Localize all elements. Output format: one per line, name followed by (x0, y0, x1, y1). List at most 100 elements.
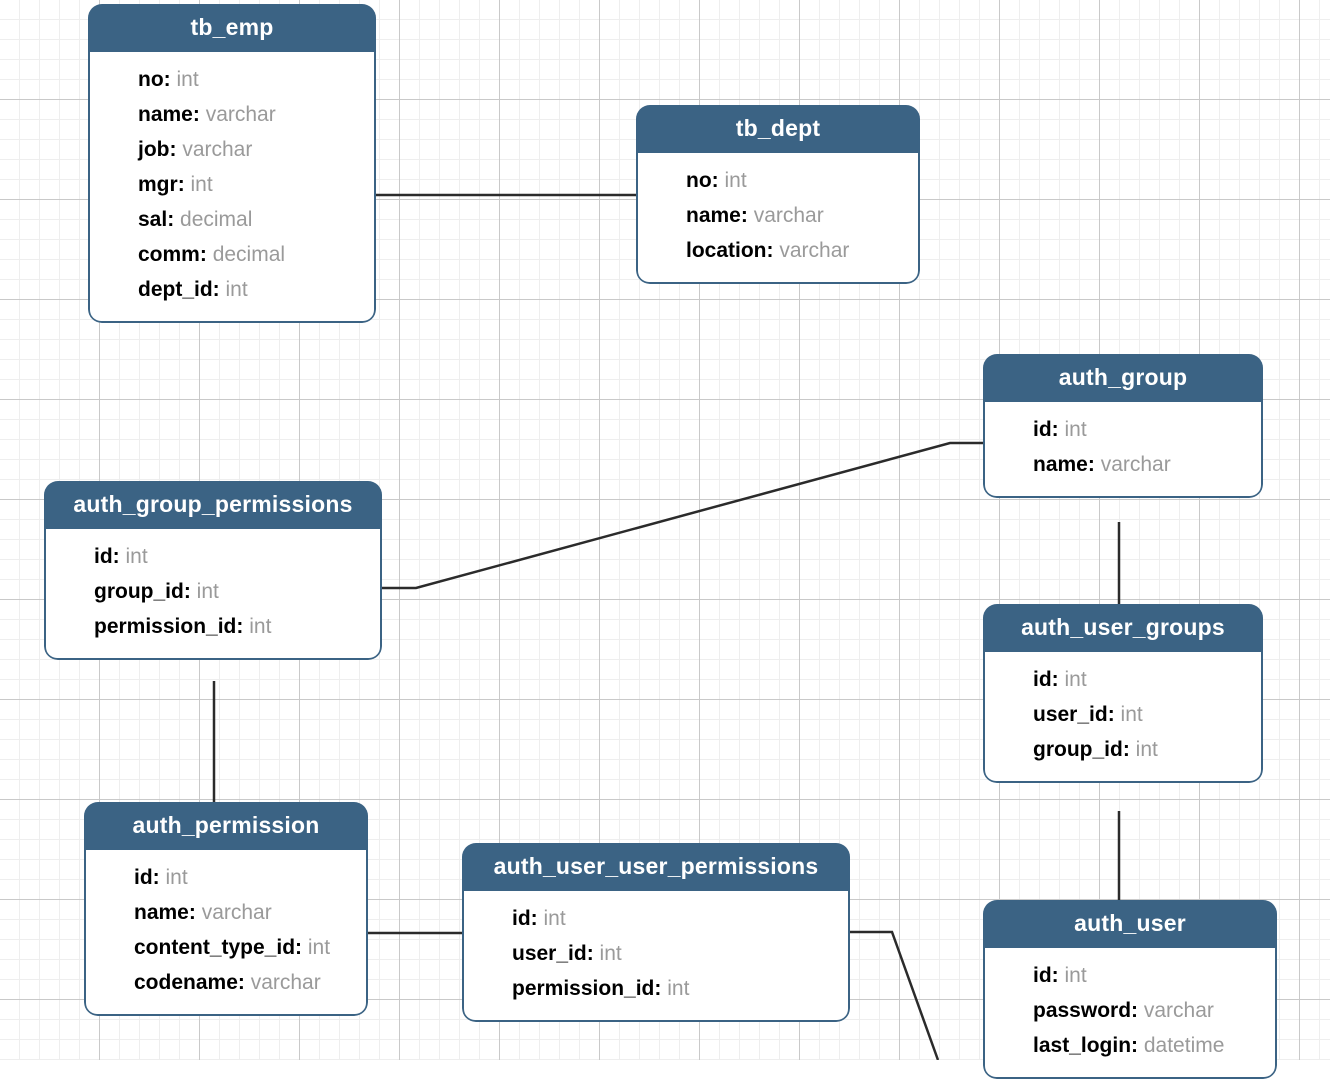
field-name: job (138, 138, 170, 161)
table-title-auth_user_user_permissions: auth_user_user_permissions (462, 843, 850, 891)
field-type: decimal (180, 208, 253, 231)
field-separator: : (1107, 703, 1121, 726)
field-separator: : (199, 243, 213, 266)
field-type: varchar (1143, 999, 1214, 1022)
field-name: content_type_id (134, 936, 296, 959)
field-type: int (176, 68, 199, 91)
field-name: dept_id (138, 278, 213, 301)
table-title-tb_dept: tb_dept (636, 105, 920, 153)
table-field-row: sal: decimal (90, 202, 374, 237)
table-field-row: user_id: int (985, 697, 1261, 732)
field-type: int (1135, 738, 1158, 761)
table-field-row: last_login: datetime (985, 1028, 1275, 1063)
field-type: int (543, 907, 566, 930)
field-name: last_login (1033, 1034, 1132, 1057)
field-separator: : (740, 204, 754, 227)
table-field-row: user_id: int (464, 936, 848, 971)
field-name: password (1033, 999, 1132, 1022)
field-separator: : (163, 68, 177, 91)
field-separator: : (177, 173, 191, 196)
field-name: permission_id (512, 977, 655, 1000)
table-field-row: id: int (985, 412, 1261, 447)
field-separator: : (1131, 999, 1144, 1022)
field-type: int (249, 615, 272, 638)
table-field-row: name: varchar (638, 198, 918, 233)
field-type: int (1120, 703, 1143, 726)
field-name: codename (134, 971, 238, 994)
field-separator: : (169, 138, 183, 161)
field-type: int (667, 977, 690, 1000)
field-type: int (1064, 418, 1087, 441)
field-name: name (686, 204, 741, 227)
table-field-row: id: int (464, 901, 848, 936)
table-field-row: permission_id: int (464, 971, 848, 1006)
field-name: group_id (1033, 738, 1123, 761)
field-separator: : (167, 208, 181, 231)
field-name: name (1033, 453, 1088, 476)
field-name: name (138, 103, 193, 126)
field-separator: : (237, 971, 251, 994)
field-separator: : (152, 866, 166, 889)
table-field-row: permission_id: int (46, 609, 380, 644)
table-field-row: mgr: int (90, 167, 374, 202)
field-type: int (165, 866, 188, 889)
field-name: user_id (512, 942, 587, 965)
field-type: varchar (1100, 453, 1171, 476)
field-name: no (686, 169, 712, 192)
field-type: int (225, 278, 248, 301)
table-field-row: comm: decimal (90, 237, 374, 272)
field-separator: : (112, 545, 126, 568)
table-field-row: id: int (46, 539, 380, 574)
field-type: varchar (201, 901, 272, 924)
table-field-row: content_type_id: int (86, 930, 366, 965)
field-name: user_id (1033, 703, 1108, 726)
field-separator: : (711, 169, 725, 192)
field-type: varchar (250, 971, 321, 994)
field-type: int (1064, 668, 1087, 691)
table-title-auth_permission: auth_permission (84, 802, 368, 850)
field-type: varchar (779, 239, 850, 262)
field-name: comm (138, 243, 200, 266)
table-field-row: group_id: int (46, 574, 380, 609)
field-separator: : (586, 942, 600, 965)
field-type: datetime (1143, 1034, 1225, 1057)
field-separator: : (295, 936, 308, 959)
edge-auth_user_user_permissions-auth_user (850, 930, 940, 1060)
field-type: varchar (182, 138, 253, 161)
field-type: decimal (212, 243, 286, 266)
field-name: no (138, 68, 164, 91)
field-type: varchar (753, 204, 824, 227)
table-field-row: dept_id: int (90, 272, 374, 307)
table-fields-tb_emp: no: int name: varchar job: varchar mgr: int… (88, 52, 376, 323)
field-type: int (190, 173, 213, 196)
field-separator: : (1051, 668, 1065, 691)
field-name: id (94, 545, 113, 568)
field-type: int (599, 942, 622, 965)
edge-auth_group_permissions-auth_group (382, 441, 983, 590)
field-name: group_id (94, 580, 184, 603)
field-name: id (1033, 668, 1052, 691)
field-name: location (686, 239, 767, 262)
field-separator: : (188, 901, 202, 924)
field-separator: : (766, 239, 780, 262)
table-title-auth_user_groups: auth_user_groups (983, 604, 1263, 652)
field-separator: : (1131, 1034, 1144, 1057)
table-field-row: id: int (985, 662, 1261, 697)
field-name: name (134, 901, 189, 924)
field-type: varchar (205, 103, 276, 126)
table-field-row: password: varchar (985, 993, 1275, 1028)
field-type: int (125, 545, 148, 568)
